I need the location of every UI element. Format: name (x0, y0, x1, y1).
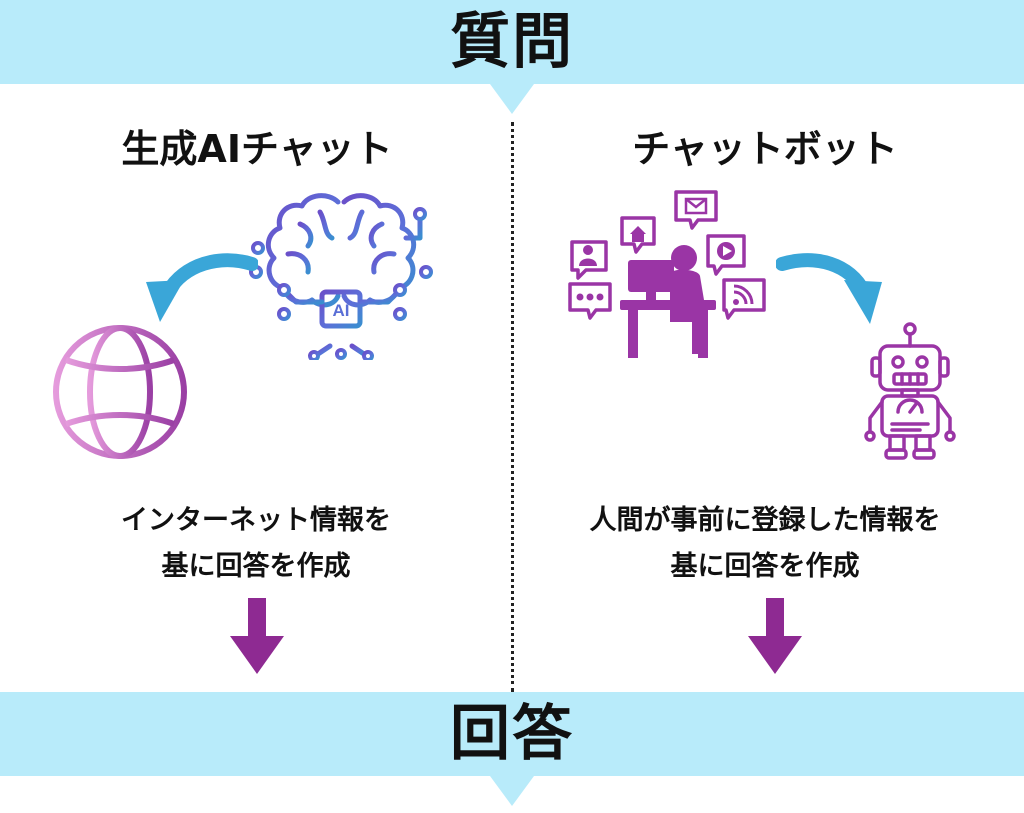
curved-arrow-icon (776, 253, 882, 324)
robot-icon (864, 322, 956, 460)
question-header-band: 質問 (0, 0, 1024, 84)
chatbot-description-line-2: 基に回答を作成 (670, 551, 860, 582)
generative-ai-chat-title: 生成AIチャット (121, 127, 393, 171)
generative-ai-description: インターネット情報を 基に回答を作成 (36, 498, 476, 590)
column-divider (511, 122, 514, 692)
down-arrow-icon (748, 598, 802, 674)
footer-pointer-triangle (490, 776, 534, 806)
question-header-title: 質問 (450, 7, 574, 77)
down-arrow-icon (230, 598, 284, 674)
chatbot-description: 人間が事前に登録した情報を 基に回答を作成 (545, 498, 985, 590)
brain-circuit-ai-icon: AI (249, 193, 433, 360)
generative-ai-description-line-1: インターネット情報を (121, 505, 391, 536)
person-at-computer-icon (568, 190, 766, 358)
answer-footer-title: 回答 (450, 699, 574, 769)
chatbot-title: チャットボット (632, 127, 898, 171)
chatbot-description-line-1: 人間が事前に登録した情報を (589, 505, 941, 536)
globe-icon (53, 325, 187, 459)
generative-ai-description-line-2: 基に回答を作成 (161, 551, 351, 582)
header-pointer-triangle (490, 84, 534, 114)
answer-footer-band: 回答 (0, 692, 1024, 776)
ai-chip-label: AI (333, 301, 350, 320)
curved-arrow-icon (146, 253, 258, 322)
